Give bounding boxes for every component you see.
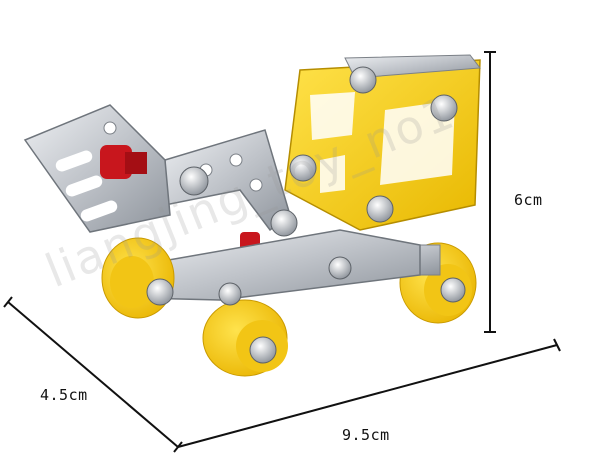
- bolt: [366, 195, 394, 223]
- yellow-cab-frame: [284, 59, 481, 231]
- height-dimension-line: [484, 51, 496, 333]
- depth-dimension-label: 4.5cm: [40, 386, 88, 404]
- red-knob-front: [100, 145, 147, 179]
- bolt: [218, 282, 242, 306]
- bolt: [179, 166, 209, 196]
- bolt-group: [146, 66, 466, 364]
- width-dimension-label: 9.5cm: [342, 426, 390, 444]
- bolt: [249, 336, 277, 364]
- height-dimension-label: 6cm: [514, 191, 543, 209]
- front-wheel-right: [202, 299, 288, 377]
- width-dimension-line: [177, 338, 561, 448]
- bolt: [328, 256, 352, 280]
- bolt: [349, 66, 377, 94]
- bolt: [440, 277, 466, 303]
- bolt: [270, 209, 298, 237]
- shovel-plate: [23, 104, 171, 233]
- metal-roof-plate: [344, 54, 481, 79]
- bolt: [146, 278, 174, 306]
- depth-dimension-line: [3, 296, 183, 453]
- bolt: [289, 154, 317, 182]
- bolt: [430, 94, 458, 122]
